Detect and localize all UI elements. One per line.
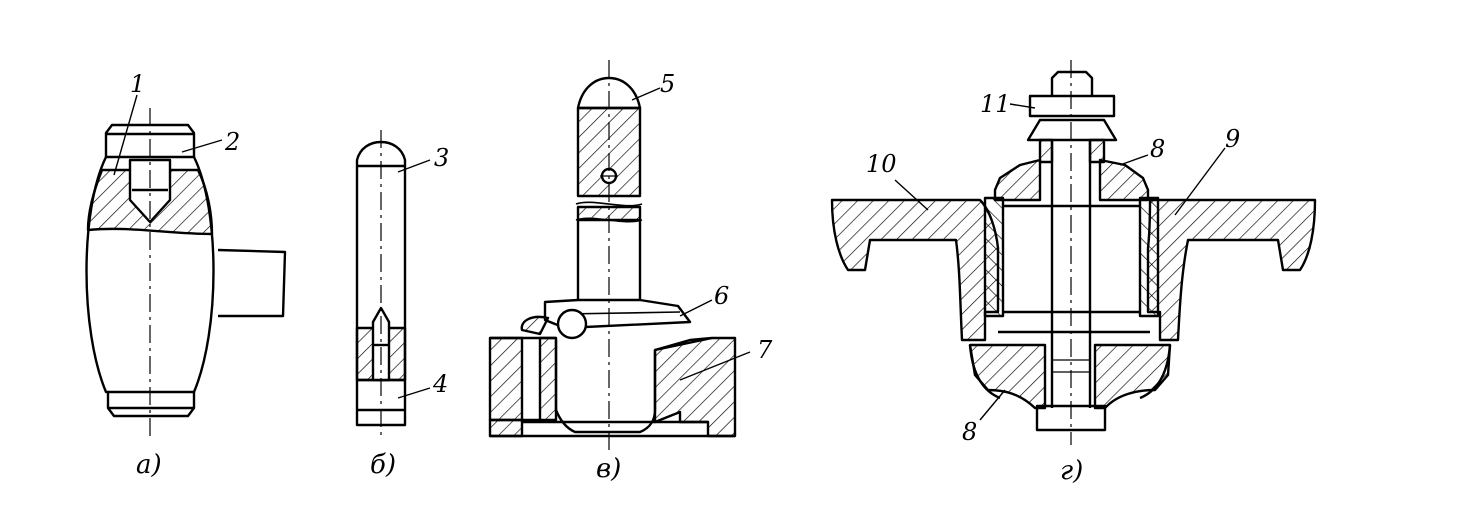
housing [488,336,558,422]
part-label-2: 2 [225,128,241,156]
lower-cap [968,343,1047,410]
plate [830,198,1000,342]
bottom-cap [106,392,196,418]
wing-nut [1028,94,1116,118]
part-label-5: 5 [660,70,676,98]
bushing [983,196,1005,318]
view-a [85,94,287,440]
caption-g: г) [1060,456,1084,486]
part-label-1: 1 [130,70,146,98]
hub [993,158,1042,202]
caption-a: а) [136,450,162,480]
view-v [488,60,751,450]
part-label-6: 6 [714,282,730,310]
handle [217,248,287,318]
caption-v: в) [596,454,622,484]
part-label-9: 9 [1225,125,1241,153]
part-label-11: 11 [980,90,1011,118]
view-g [830,60,1317,445]
nut-collar [1038,138,1054,164]
caption-b: б) [370,450,397,480]
part-label-8-bottom: 8 [962,418,978,446]
bolt-shaft [1050,140,1092,408]
view-b [355,130,431,440]
part-label-10: 10 [866,150,897,178]
part-label-8-top: 8 [1150,135,1166,163]
part-label-3: 3 [434,144,450,172]
part-label-7: 7 [757,336,773,364]
inner-pin [554,340,657,434]
part-label-4: 4 [433,370,449,398]
